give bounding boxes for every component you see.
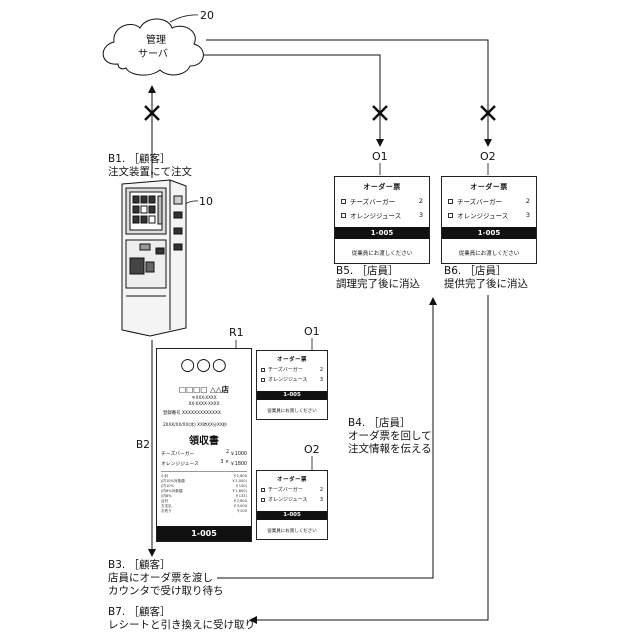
ticket-item: オレンジジュース3 — [442, 210, 536, 220]
server-to-o1-line — [204, 55, 380, 146]
item-qty: 3 — [526, 211, 530, 219]
step-b4-title: B4. ［店員］ — [348, 416, 411, 430]
receipt-store: □□□□ △△店 — [157, 384, 251, 395]
ticket-number: 1-005 — [257, 511, 327, 520]
ref-o2-top: O2 — [480, 150, 496, 163]
ticket-number: 1-005 — [257, 391, 327, 400]
ticket-title: オーダー票 — [442, 182, 536, 192]
step-b6-title: B6. ［店員］ — [444, 264, 507, 278]
ticket-item: オレンジジュース3 — [335, 210, 429, 220]
item-qty: 2 — [320, 487, 323, 493]
ticket-title: オーダー票 — [257, 355, 327, 363]
b7-line — [250, 295, 488, 620]
item-name: チーズバーガー — [350, 196, 419, 206]
ticket-item: チーズバーガー2 — [335, 196, 429, 206]
checkbox-icon — [448, 199, 453, 204]
item-name: チーズバーガー — [268, 486, 320, 493]
order-ticket-o2-top: オーダー票 チーズバーガー2 オレンジジュース3 1-005 従業員にお渡しくだ… — [441, 176, 537, 264]
receipt-r1: ○○○ □□□□ △△店 〒XXX-XXXX XX-XXXX-XXXX 登録番号… — [156, 348, 252, 542]
ticket-item: チーズバーガー2 — [257, 366, 327, 373]
receipt-divider — [161, 471, 247, 472]
ref-leader-20 — [170, 15, 198, 22]
item-qty: 2 — [217, 450, 229, 457]
step-b3-desc2: カウンタで受け取り待ち — [108, 584, 224, 598]
receipt-summary-row: お釣り￥200 — [157, 509, 251, 514]
order-terminal-kiosk — [122, 180, 186, 336]
ticket-footer: 従業員にお渡しください — [442, 249, 536, 257]
step-b3-desc1: 店員にオーダ票を渡し — [108, 571, 213, 585]
order-ticket-o2-mid: オーダー票 チーズバーガー2 オレンジジュース3 1-005 従業員にお渡しくだ… — [256, 470, 328, 540]
item-qty: 2 — [419, 197, 423, 205]
item-price: ￥1000 — [229, 450, 247, 457]
server-to-o2-line — [206, 40, 488, 146]
step-b5-title: B5. ［店員］ — [336, 264, 399, 278]
receipt-number: 1-005 — [157, 526, 251, 541]
checkbox-icon — [341, 213, 346, 218]
item-qty: 3 × — [217, 460, 229, 467]
item-name: チーズバーガー — [268, 366, 320, 373]
server-label-line2: サーバ — [138, 48, 168, 62]
kiosk-ref: 10 — [199, 195, 213, 208]
server-label: 管理 — [144, 34, 168, 47]
ref-o1-mid: O1 — [304, 325, 320, 338]
step-b6-desc: 提供完了後に消込 — [444, 277, 528, 291]
ticket-footer: 従業員にお渡しください — [335, 249, 429, 257]
ticket-footer: 従業員にお渡しください — [257, 408, 327, 414]
ticket-footer: 従業員にお渡しください — [257, 528, 327, 534]
ticket-number: 1-005 — [335, 227, 429, 239]
receipt-datetime: 20XX/XX/XX(木) XX時XX分XX秒 — [157, 422, 251, 428]
item-qty: 2 — [526, 197, 530, 205]
step-b3-title: B3. ［顧客］ — [108, 558, 171, 572]
server-ref: 20 — [200, 9, 214, 22]
step-b4-desc2: 注文情報を伝える — [348, 442, 432, 456]
order-ticket-o1-mid: オーダー票 チーズバーガー2 オレンジジュース3 1-005 従業員にお渡しくだ… — [256, 350, 328, 420]
item-name: オレンジジュース — [161, 460, 217, 467]
item-price: ￥1800 — [229, 460, 247, 467]
item-qty: 3 — [419, 211, 423, 219]
ticket-number: 1-005 — [442, 227, 536, 239]
step-b2-label: B2 — [136, 438, 150, 452]
ticket-title: オーダー票 — [257, 475, 327, 483]
receipt-logo: ○○○ — [157, 355, 251, 375]
ticket-item: オレンジジュース3 — [257, 376, 327, 383]
item-name: チーズバーガー — [457, 196, 526, 206]
checkbox-icon — [261, 498, 265, 502]
item-name: オレンジジュース — [350, 210, 419, 220]
step-b1-title: B1. ［顧客］ — [108, 152, 171, 166]
checkbox-icon — [341, 199, 346, 204]
order-ticket-o1-top: オーダー票 チーズバーガー2 オレンジジュース3 1-005 従業員にお渡しくだ… — [334, 176, 430, 264]
step-b7-desc: レシートと引き換えに受け取り — [108, 618, 255, 632]
ticket-item: チーズバーガー2 — [257, 486, 327, 493]
server-label-line1: 管理 — [144, 34, 168, 47]
item-qty: 3 — [320, 497, 323, 503]
receipt-item: チーズバーガー2￥1000 — [157, 450, 251, 457]
ticket-title: オーダー票 — [335, 182, 429, 192]
checkbox-icon — [261, 488, 265, 492]
step-b5-desc: 調理完了後に消込 — [336, 277, 420, 291]
receipt-tel: XX-XXXX-XXXX — [157, 401, 251, 407]
receipt-heading: 領収書 — [157, 432, 251, 447]
ref-o1-top: O1 — [372, 150, 388, 163]
item-qty: 2 — [320, 367, 323, 373]
item-qty: 3 — [320, 377, 323, 383]
ref-o2-mid: O2 — [304, 443, 320, 456]
step-b7-title: B7. ［顧客］ — [108, 605, 171, 619]
item-name: オレンジジュース — [268, 496, 320, 503]
step-b1-desc: 注文装置にて注文 — [108, 165, 192, 179]
ticket-item: チーズバーガー2 — [442, 196, 536, 206]
item-name: チーズバーガー — [161, 450, 217, 457]
ref-r1: R1 — [229, 326, 244, 339]
checkbox-icon — [448, 213, 453, 218]
item-name: オレンジジュース — [457, 210, 526, 220]
checkbox-icon — [261, 368, 265, 372]
receipt-item: オレンジジュース3 ×￥1800 — [157, 460, 251, 467]
step-b4-desc1: オーダ票を回して — [348, 429, 432, 443]
item-name: オレンジジュース — [268, 376, 320, 383]
ticket-item: オレンジジュース3 — [257, 496, 327, 503]
checkbox-icon — [261, 378, 265, 382]
receipt-registration: 登録番号 XXXXXXXXXXXXX — [157, 410, 251, 416]
